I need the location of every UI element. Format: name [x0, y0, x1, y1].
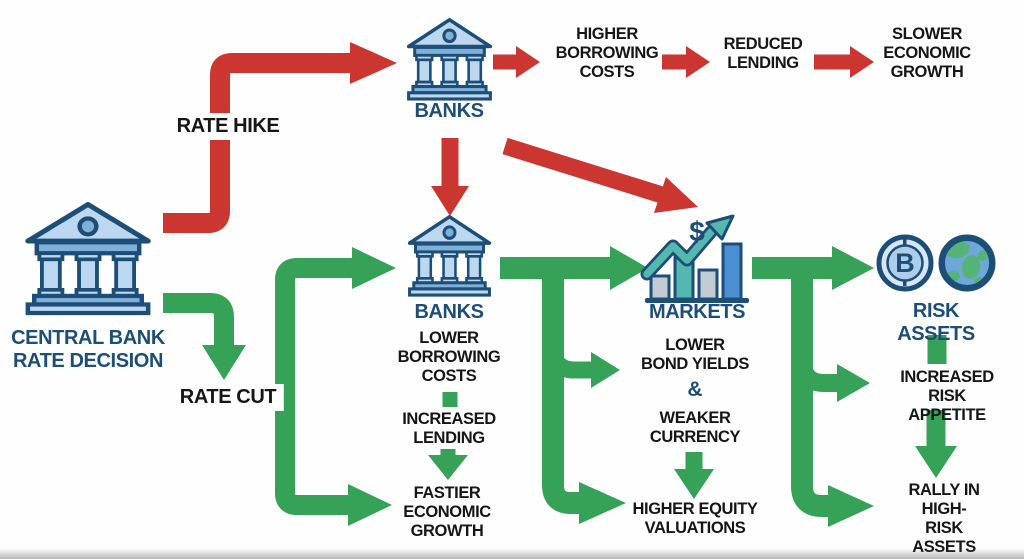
arrow-appetite-to-rally: [915, 410, 957, 478]
arrow-higher-costs-to-reduced-lending: [662, 46, 710, 78]
rate-hike-label: RATE HIKE: [168, 113, 288, 140]
arrow-lending-to-growth: [428, 449, 468, 480]
effect-increased-risk-appetite: INCREASED RISK APPETITE: [900, 368, 994, 425]
effect-higher-borrowing-costs: HIGHER BORROWING COSTS: [555, 25, 659, 82]
markets-chart-icon: $: [640, 214, 749, 303]
banks-bottom-label: BANKS: [414, 301, 484, 323]
arrow-banks-to-markets: [500, 246, 648, 290]
markets-label: MARKETS: [648, 301, 746, 323]
effect-slower-economic-growth: SLOWER ECONOMIC GROWTH: [883, 25, 971, 82]
effect-faster-economic-growth: FASTIER ECONOMIC GROWTH: [403, 484, 491, 541]
rate-hike-pipe-arrow: [163, 42, 397, 233]
arrow-banks-to-higher-costs: [493, 46, 540, 78]
bottom-shadow-strip: [0, 548, 1024, 559]
rate-cut-label: RATE CUT: [171, 384, 285, 411]
effect-lower-borrowing-costs: LOWER BORROWING COSTS: [397, 329, 501, 386]
markets-trunk-arrows: [542, 260, 626, 524]
effect-reduced-lending: REDUCED LENDING: [723, 35, 803, 73]
central-bank-icon: [28, 204, 148, 313]
central-bank-label: CENTRAL BANK RATE DECISION: [11, 327, 165, 372]
effect-weaker-currency: WEAKER CURRENCY: [649, 409, 741, 447]
effect-rally-high-risk-assets: RALLY IN HIGH-RISK ASSETS: [908, 481, 980, 556]
effect-higher-equity-valuations: HIGHER EQUITY VALUATIONS: [632, 500, 758, 538]
risk-assets-label: RISK ASSETS: [897, 300, 975, 345]
risk-trunk-arrows: [791, 260, 874, 527]
effect-lower-bond-yields: LOWER BOND YIELDS: [640, 336, 750, 374]
effect-increased-lending: INCREASED LENDING: [402, 410, 496, 448]
rate-cut-pipe-arrow: [163, 293, 246, 380]
ampersand-label: &: [687, 378, 703, 401]
rate-cut-trunk-to-banks-and-growth: [275, 247, 396, 526]
dollar-icon: $: [689, 216, 705, 247]
svg-text:B: B: [895, 248, 915, 278]
banks-bottom-icon: [407, 214, 492, 297]
globe-icon: [938, 234, 996, 292]
arrow-banks-diagonal-to-markets: [502, 137, 698, 213]
bitcoin-icon: B: [876, 234, 934, 292]
arrow-reduced-lending-to-slower-growth: [814, 46, 874, 78]
banks-top-label: BANKS: [414, 100, 484, 122]
banks-top-icon: [406, 18, 493, 101]
arrow-currency-to-equity: [674, 452, 714, 499]
arrow-banks-down-to-banks: [431, 138, 469, 216]
